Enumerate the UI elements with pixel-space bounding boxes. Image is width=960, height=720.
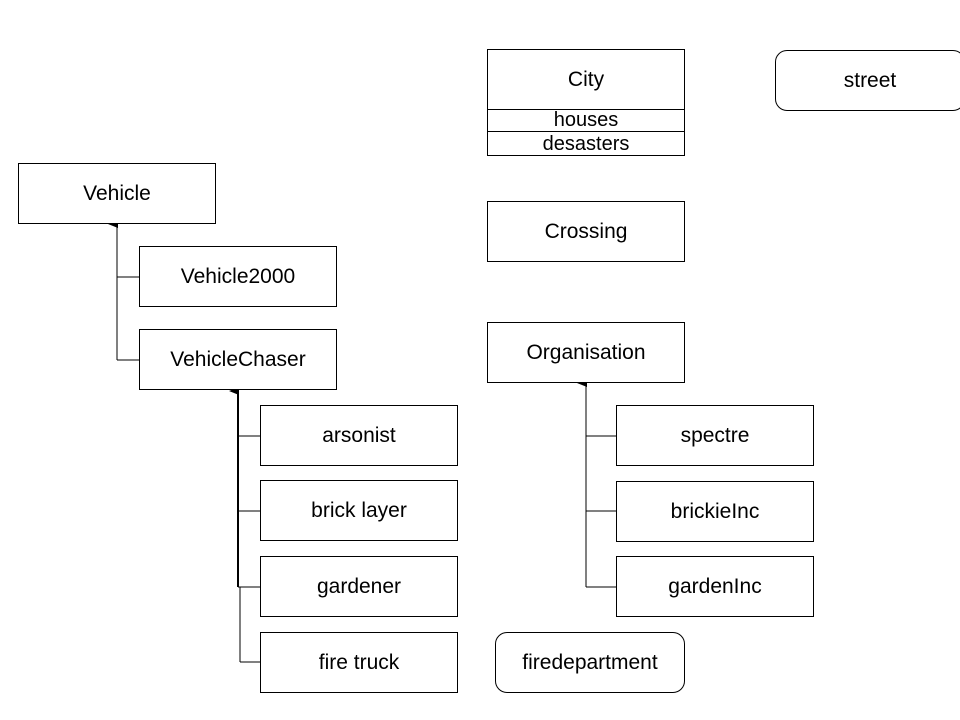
city-attribute-desasters: desasters	[542, 132, 630, 155]
vehiclechaser-node[interactable]: VehicleChaser	[139, 329, 337, 390]
city-node[interactable]: City houses desasters	[487, 49, 685, 156]
street-node[interactable]: street	[775, 50, 960, 111]
chaser-inheritance-connectors	[229, 387, 260, 663]
brick-layer-node[interactable]: brick layer	[260, 480, 458, 541]
organisation-node[interactable]: Organisation	[487, 322, 685, 383]
city-title: City	[488, 50, 684, 110]
city-attribute-houses: houses	[488, 109, 684, 132]
firedepartment-node[interactable]: firedepartment	[495, 632, 685, 693]
organisation-inheritance-connectors	[577, 379, 616, 588]
crossing-node[interactable]: Crossing	[487, 201, 685, 262]
vehicle2000-node[interactable]: Vehicle2000	[139, 246, 337, 307]
vehicle-inheritance-connectors	[108, 220, 139, 361]
fire-truck-node[interactable]: fire truck	[260, 632, 458, 693]
gardener-node[interactable]: gardener	[260, 556, 458, 617]
vehicle-node[interactable]: Vehicle	[18, 163, 216, 224]
brickieinc-node[interactable]: brickieInc	[616, 481, 814, 542]
gardeninc-node[interactable]: gardenInc	[616, 556, 814, 617]
arsonist-node[interactable]: arsonist	[260, 405, 458, 466]
spectre-node[interactable]: spectre	[616, 405, 814, 466]
